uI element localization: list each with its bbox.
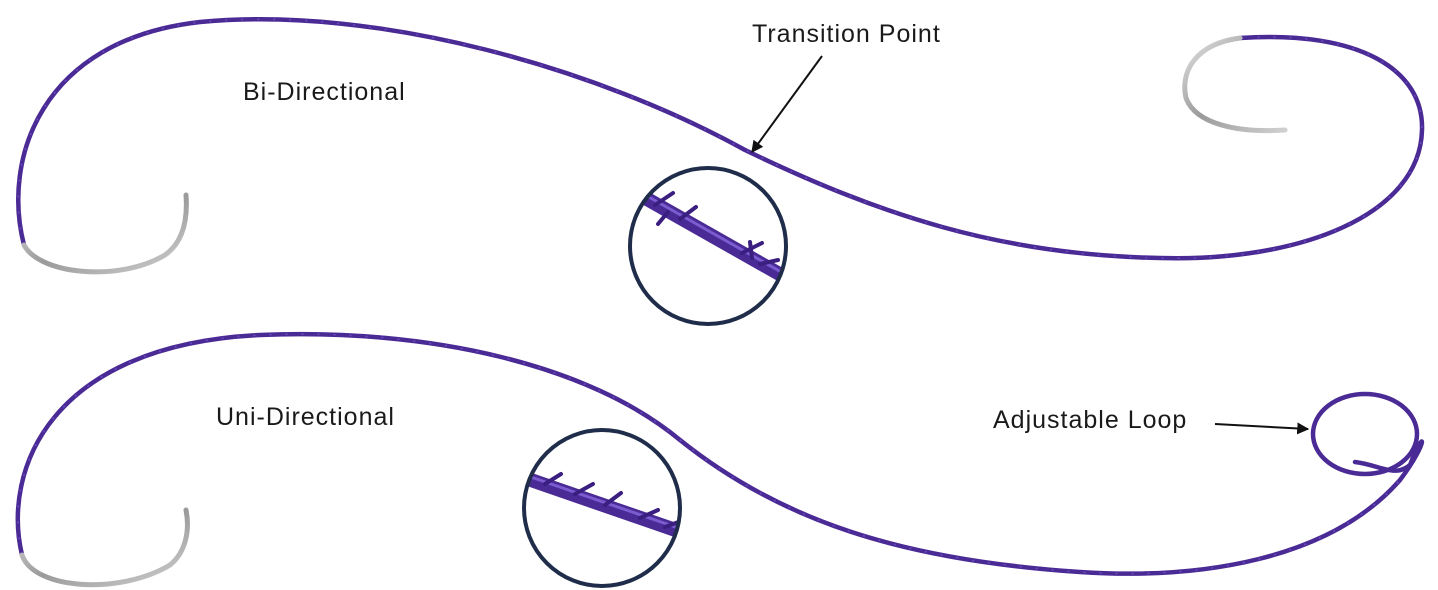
transition-point-label: Transition Point (752, 20, 941, 48)
adjustable-loop-arrow (1214, 422, 1310, 435)
uni-directional-suture (15, 331, 1425, 588)
adjustable-loop (1310, 391, 1420, 477)
transition-point-arrow (751, 55, 823, 153)
bi-directional-needle-left (21, 192, 189, 275)
magnifier-transition (628, 166, 788, 326)
adjustable-loop-label: Adjustable Loop (993, 406, 1188, 434)
uni-directional-thread (15, 331, 1425, 576)
bi-directional-label: Bi-Directional (243, 78, 406, 106)
magnifier-uni (522, 428, 682, 588)
bi-directional-suture (16, 17, 1425, 275)
bi-directional-thread (16, 17, 1425, 261)
uni-directional-label: Uni-Directional (216, 403, 395, 431)
uni-directional-needle (19, 507, 190, 588)
uni-directional-barbs (17, 333, 1401, 575)
bi-directional-needle-right (1182, 35, 1288, 134)
